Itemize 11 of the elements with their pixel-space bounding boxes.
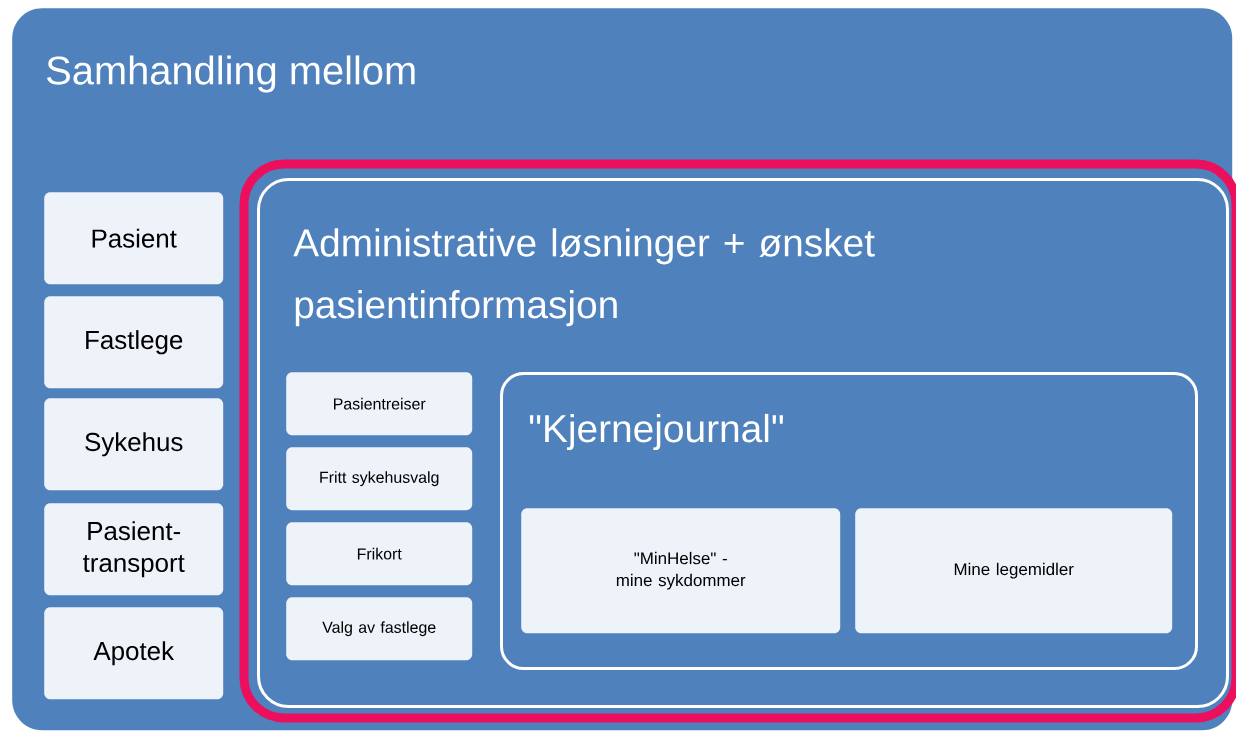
text-box: Valg av fastlege	[286, 597, 473, 661]
text-box: Fastlege	[44, 296, 224, 389]
text-box: Pasient-transport	[44, 503, 224, 596]
text-box: Pasient	[44, 192, 224, 285]
text-box: Fritt sykehusvalg	[286, 447, 473, 511]
text-box: Apotek	[44, 607, 224, 700]
text-box: "MinHelse" - mine sykdommer	[521, 508, 841, 634]
text-box: Frikort	[286, 522, 473, 586]
text-box: Sykehus	[44, 398, 224, 491]
text-box: Pasientreiser	[286, 372, 473, 436]
text-box: Mine legemidler	[855, 508, 1173, 634]
